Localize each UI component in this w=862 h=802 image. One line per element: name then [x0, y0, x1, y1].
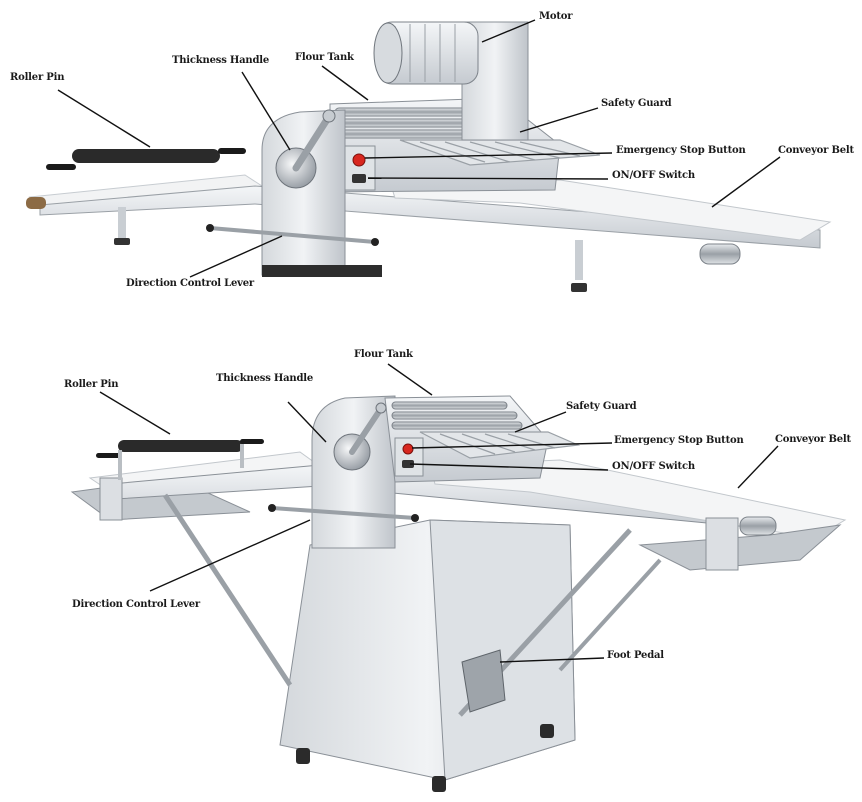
roller-pin-handle[interactable] [96, 453, 122, 458]
motor-fan-cover [373, 22, 403, 84]
on-off-switch[interactable] [352, 174, 366, 183]
label-flour-tank: Flour Tank [354, 349, 413, 360]
roller-pin-stand [118, 450, 122, 480]
tabletop-sheeter [26, 21, 832, 292]
label-thickness-handle: Thickness Handle [216, 373, 314, 384]
cabinet-side [429, 519, 576, 781]
direction-lever-knob[interactable] [268, 504, 276, 512]
roller-pin-handle[interactable] [218, 148, 246, 154]
support-bar [558, 558, 662, 672]
label-roller-pin: Roller Pin [64, 379, 119, 390]
direction-lever-knob[interactable] [411, 514, 419, 522]
label-direction-lever: Direction Control Lever [126, 278, 255, 289]
thickness-handle-grip[interactable] [322, 109, 336, 123]
leg-foot [571, 283, 587, 292]
label-on-off-switch: ON/OFF Switch [612, 170, 695, 181]
label-motor: Motor [539, 11, 573, 22]
floor-sheeter [70, 395, 847, 792]
control-panel [344, 145, 376, 191]
label-flour-tank: Flour Tank [295, 52, 354, 63]
left-end-roller [26, 197, 46, 209]
side-housing [311, 395, 396, 549]
thickness-handle[interactable] [292, 114, 332, 172]
leader-lines [57, 19, 781, 663]
emergency-stop-button[interactable] [402, 443, 414, 455]
side-housing [261, 109, 346, 276]
foot-pedal[interactable] [461, 649, 506, 713]
label-roller-pin: Roller Pin [10, 72, 65, 83]
label-direction-lever: Direction Control Lever [72, 599, 201, 610]
leg [118, 207, 126, 240]
emergency-stop-button[interactable] [352, 153, 366, 167]
right-end-roller [699, 243, 741, 265]
frame-rail [39, 185, 821, 249]
label-on-off-switch: ON/OFF Switch [612, 461, 695, 472]
roller-pin[interactable] [72, 149, 220, 163]
roller-pin[interactable] [118, 440, 243, 452]
rollers-bank [391, 401, 523, 430]
direction-control-lever[interactable] [209, 226, 376, 244]
base-block [262, 265, 382, 277]
roller-pin-handle[interactable] [46, 164, 76, 170]
thickness-handle-grip[interactable] [375, 402, 387, 414]
direction-lever-knob[interactable] [371, 238, 379, 246]
safety-guard [419, 431, 581, 459]
direction-control-lever[interactable] [271, 506, 416, 520]
direction-lever-knob[interactable] [206, 224, 214, 232]
right-end-roller [739, 516, 777, 536]
leg [575, 240, 583, 280]
end-bracket [705, 517, 739, 571]
on-off-switch[interactable] [402, 460, 414, 468]
leg-foot [114, 238, 130, 245]
label-emergency-stop: Emergency Stop Button [614, 435, 744, 446]
label-conveyor-belt: Conveyor Belt [775, 434, 851, 445]
end-bracket [99, 477, 123, 521]
label-safety-guard: Safety Guard [601, 98, 672, 109]
roller-pin-stand [240, 444, 244, 468]
thickness-handle[interactable] [349, 407, 383, 455]
right-catch-tray [638, 524, 842, 571]
label-foot-pedal: Foot Pedal [607, 650, 664, 661]
support-bar [162, 493, 293, 687]
label-conveyor-belt: Conveyor Belt [778, 145, 854, 156]
label-safety-guard: Safety Guard [566, 401, 637, 412]
roller-pin-handle[interactable] [240, 439, 264, 444]
right-conveyor-belt [389, 179, 832, 241]
label-thickness-handle: Thickness Handle [172, 55, 270, 66]
label-emergency-stop: Emergency Stop Button [616, 145, 746, 156]
casters [296, 724, 554, 792]
